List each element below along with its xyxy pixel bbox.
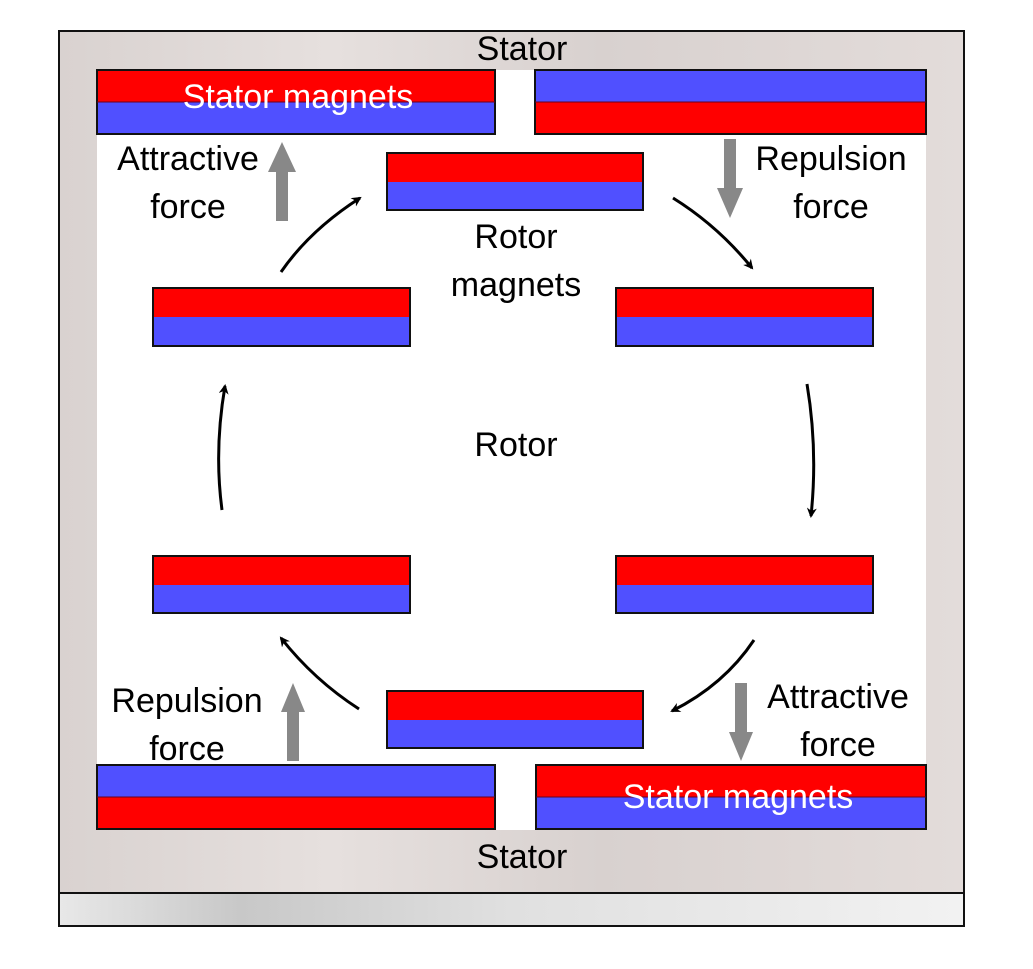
rotor-magnet-lower-left [152,555,411,614]
bottom-left-force-label-line1: Repulsion [111,682,262,720]
rotation-arrow-right [805,383,817,518]
force-arrow-up-top-left [268,142,296,221]
rotor-magnet-bottom [386,690,644,749]
bottom-left-force-label-line2: force [149,730,225,768]
rotation-arrow-left [217,384,229,511]
force-arrow-up-bottom-left [281,683,305,761]
rotation-arrow-top-right [672,196,754,270]
stator-magnets-label-bottom: Stator magnets [623,778,854,816]
force-arrow-down-bottom-right [729,683,753,761]
rotor-magnet-upper-right [615,287,874,347]
rotation-arrow-bottom-right [670,639,756,713]
rotor-magnet-upper-left [152,287,411,347]
stator-magnet-bottom-left [96,764,496,830]
stator-magnet-bottom-right [535,764,927,830]
rotor-magnets-label-line2: magnets [451,266,581,304]
top-right-force-label-line1: Repulsion [755,140,906,178]
rotor-label: Rotor [474,426,557,464]
rotor-magnet-top [386,152,644,211]
force-arrow-down-top-right [717,139,743,218]
top-right-force-label-line2: force [793,188,869,226]
stator-label-top: Stator [477,30,568,68]
rotor-magnets-label-line1: Rotor [474,218,557,256]
top-left-force-label-line2: force [150,188,226,226]
stator-magnet-top-left [96,69,496,135]
stator-magnet-top-right [534,69,927,135]
stator-label-bottom: Stator [477,838,568,876]
bottom-right-force-label-line1: Attractive [767,678,909,716]
stator-base [58,892,965,927]
top-left-force-label-line1: Attractive [117,140,259,178]
rotation-arrow-bottom-left [279,636,360,711]
stator-magnets-label-top: Stator magnets [183,78,414,116]
bottom-right-force-label-line2: force [800,726,876,764]
rotation-arrow-top-left [279,196,362,273]
rotor-magnet-lower-right [615,555,874,614]
